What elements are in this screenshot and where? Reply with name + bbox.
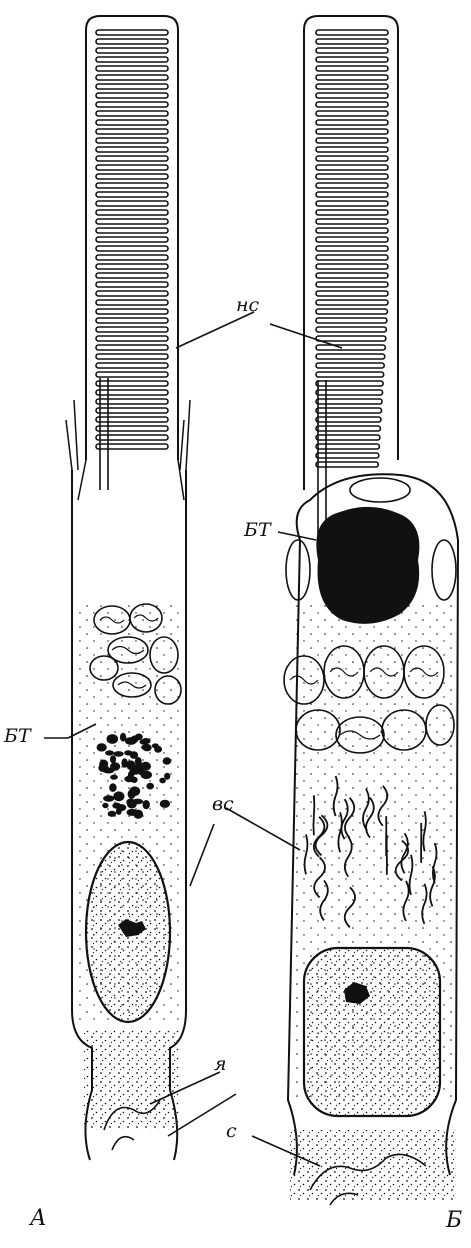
cell-a-discs xyxy=(96,30,168,449)
label-basal-body-b: БТ xyxy=(244,521,271,540)
label-nucleus: я xyxy=(214,1055,227,1074)
cell-b-oil-droplet xyxy=(316,507,419,624)
cell-b xyxy=(284,16,458,1205)
label-basal-body-a: БТ xyxy=(4,727,31,746)
label-outer-segment: нс xyxy=(236,296,259,315)
label-synapse: с xyxy=(226,1122,237,1141)
cell-a xyxy=(66,16,190,1160)
panel-letter-a: А xyxy=(30,1208,47,1230)
panel-letter-b: Б xyxy=(446,1210,462,1232)
label-inner-segment: вс xyxy=(212,795,234,814)
cell-b-nucleus xyxy=(304,948,440,1116)
